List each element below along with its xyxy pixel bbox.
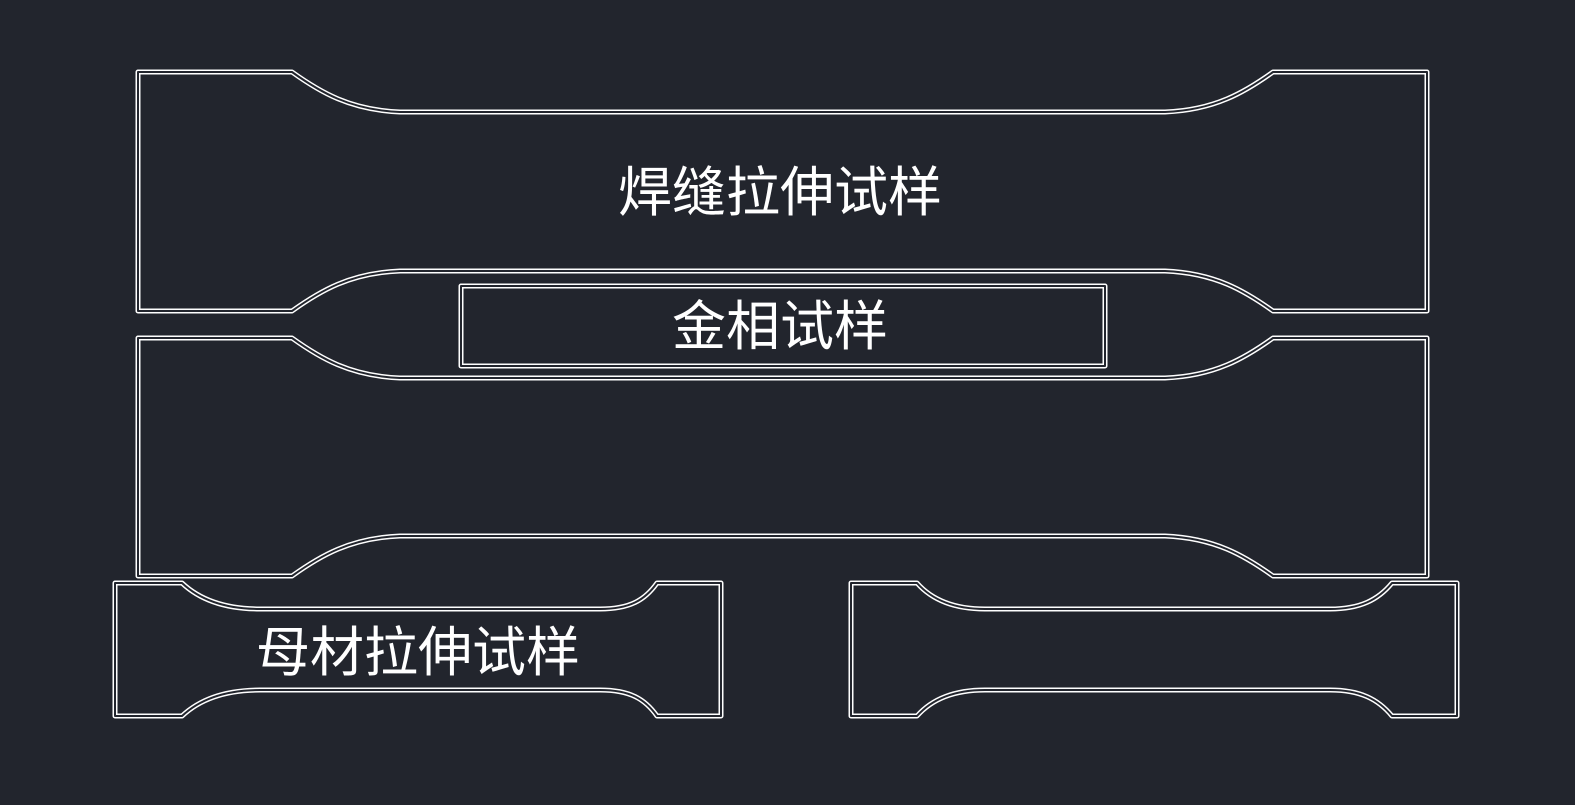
base-tensile-left-outline-core — [114, 582, 722, 717]
metallographic-label: 金相试样 — [672, 295, 888, 358]
weld-tensile-label: 焊缝拉伸试样 — [618, 161, 942, 224]
metallographic-specimen — [458, 283, 1108, 369]
base-tensile-specimen-right — [848, 580, 1460, 719]
base-tensile-right-outline-core — [850, 582, 1458, 717]
lower-weld-specimen — [135, 335, 1430, 579]
lower-weld-outline — [135, 335, 1430, 579]
lower-weld-outline-core — [137, 337, 1428, 577]
weld-tensile-outline-core — [137, 71, 1428, 312]
weld-tensile-specimen — [135, 69, 1430, 314]
base-tensile-label: 母材拉伸试样 — [256, 621, 580, 684]
metallographic-outline-core — [460, 285, 1106, 367]
base-tensile-specimen-left — [112, 580, 724, 719]
